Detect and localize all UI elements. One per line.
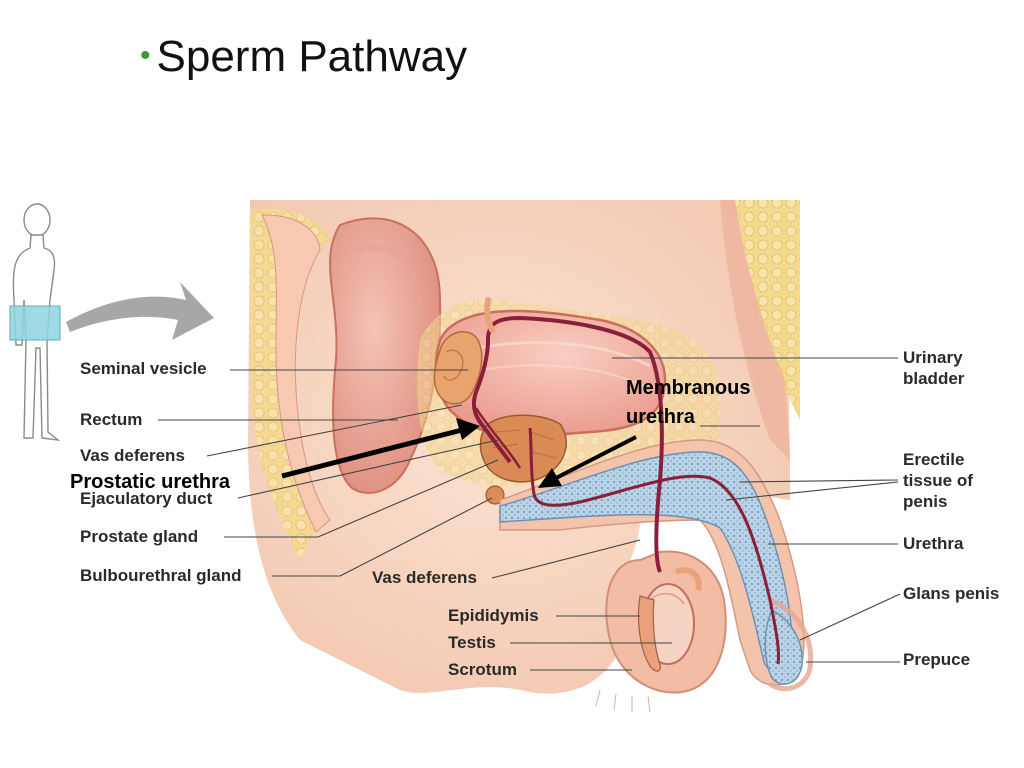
label-glans-penis: Glans penis <box>903 584 1000 603</box>
leader-lines <box>158 357 901 671</box>
label-ejaculatory-duct: Ejaculatory duct <box>80 489 213 508</box>
sacrum <box>261 214 331 533</box>
label-testis: Testis <box>448 633 496 652</box>
title-bullet: • <box>140 39 151 72</box>
label-erectile-tissue-line-2: tissue of <box>903 471 973 490</box>
epididymis-shape <box>637 595 661 672</box>
callout-membranous-urethra-line-2: urethra <box>626 406 695 428</box>
label-urethra: Urethra <box>903 534 964 553</box>
label-urinary-bladder-line-2: bladder <box>903 369 965 388</box>
label-prepuce: Prepuce <box>903 650 971 669</box>
bladder-shape <box>434 309 667 438</box>
label-vas-deferens-bottom: Vas deferens <box>372 568 477 587</box>
label-urinary-bladder-line-1: Urinary <box>903 348 963 367</box>
membranous-arrowhead-icon <box>538 468 562 488</box>
label-bulbourethral-gland: Bulbourethral gland <box>80 566 242 585</box>
label-seminal-vesicle: Seminal vesicle <box>80 359 207 378</box>
label-rectum: Rectum <box>80 410 143 429</box>
label-epididymis: Epididymis <box>448 606 539 625</box>
abdominal-fat <box>735 200 800 420</box>
label-erectile-tissue-line-1: Erectile <box>903 450 965 469</box>
sacral-fat <box>250 208 330 560</box>
ejaculatory-duct <box>474 407 522 469</box>
seminal-vesicle-shape <box>433 330 483 405</box>
zoom-arrow-icon <box>66 282 214 340</box>
label-erectile-tissue-line-3: penis <box>903 492 948 511</box>
abdominal-wall <box>720 200 790 460</box>
label-scrotum: Scrotum <box>448 660 517 679</box>
pelvic-region-highlight <box>9 305 61 341</box>
callout-membranous-urethra-line-1: Membranous <box>626 377 751 399</box>
prostatic-arrowhead-icon <box>456 418 480 440</box>
callout-prostatic-urethra: Prostatic urethra <box>70 471 231 493</box>
label-vas-deferens-left: Vas deferens <box>80 446 185 465</box>
slide-title: •Sperm Pathway <box>140 32 467 82</box>
rectum-shape <box>329 217 442 494</box>
callout-arrows <box>281 418 637 488</box>
urethra-duct <box>528 427 780 665</box>
prepuce-shape <box>768 597 814 692</box>
label-prostate-gland: Prostate gland <box>80 527 199 546</box>
title-text: Sperm Pathway <box>156 32 468 81</box>
pelvic-illustration <box>248 200 814 713</box>
